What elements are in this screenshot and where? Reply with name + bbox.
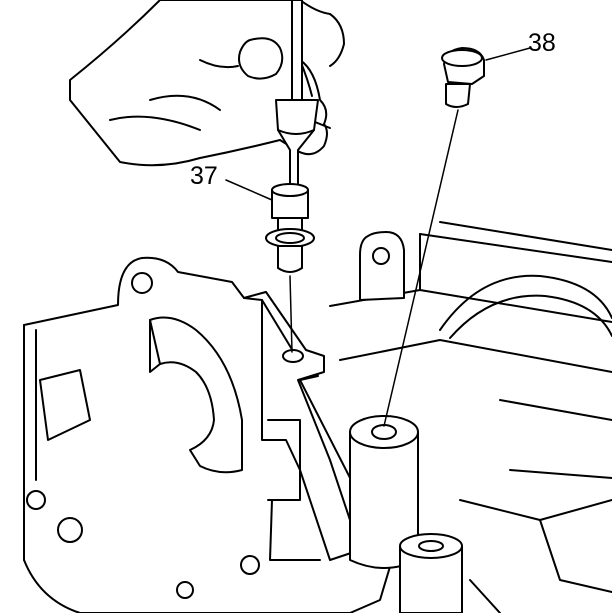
leader-lines <box>225 47 531 201</box>
engine-block <box>23 221 612 613</box>
part-38 <box>383 47 485 427</box>
technician-hand <box>69 0 345 167</box>
callout-37: 37 <box>190 162 218 190</box>
leader-37 <box>225 179 273 201</box>
leader-38 <box>485 47 531 61</box>
part-37 <box>265 183 315 353</box>
callout-38: 38 <box>528 29 556 57</box>
